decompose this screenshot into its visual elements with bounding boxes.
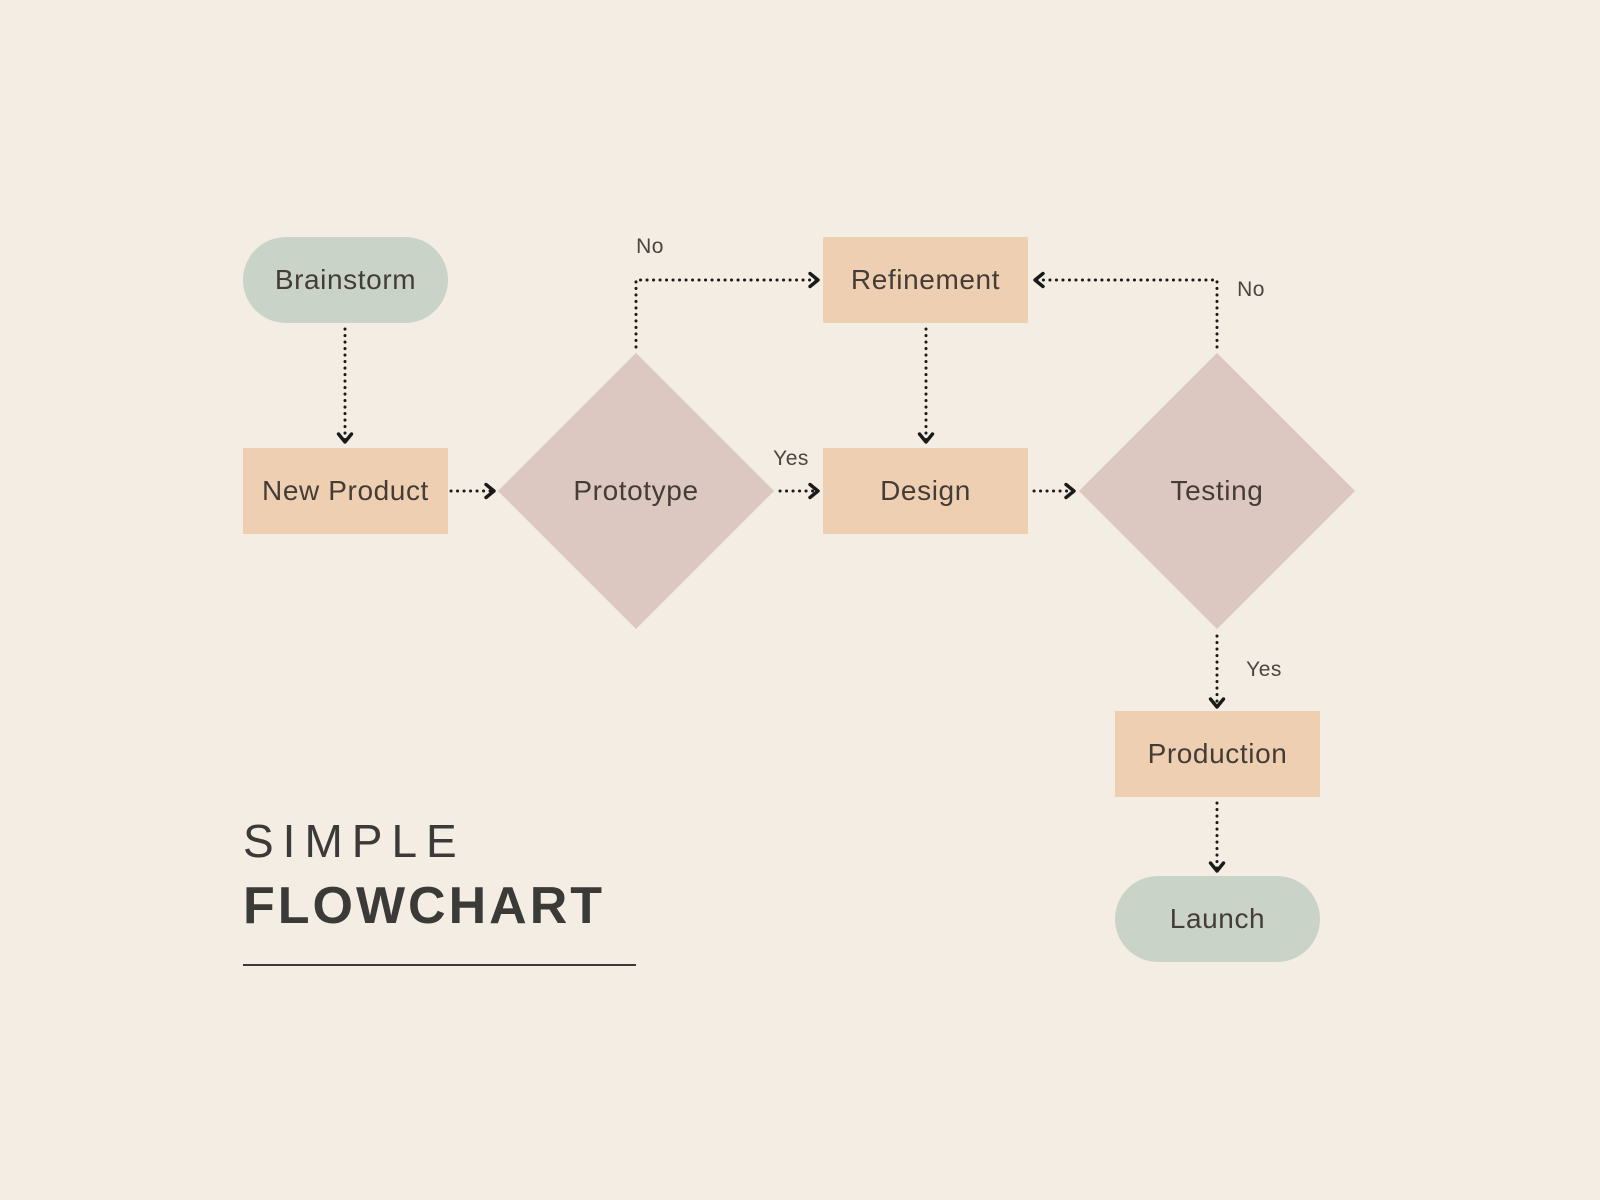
edge-label-testing-no: No bbox=[1237, 278, 1265, 301]
node-production-label: Production bbox=[1147, 738, 1288, 769]
node-brainstorm-label: Brainstorm bbox=[274, 264, 417, 295]
node-new-product-label: New Product bbox=[262, 475, 429, 506]
node-refinement[interactable]: Refinement bbox=[823, 237, 1028, 323]
title-block: SIMPLE FLOWCHART bbox=[243, 818, 636, 966]
edge-testing-to-refinement bbox=[1033, 271, 1219, 349]
node-design[interactable]: Design bbox=[823, 448, 1028, 534]
title-line-1: SIMPLE bbox=[243, 815, 466, 867]
edge-label-prototype-no: No bbox=[636, 235, 664, 258]
title-line-2: FLOWCHART bbox=[243, 877, 606, 935]
edge-prototype-to-refinement bbox=[634, 271, 820, 349]
node-design-label: Design bbox=[880, 475, 971, 506]
node-prototype-label: Prototype bbox=[573, 475, 699, 506]
edge-label-testing-yes: Yes bbox=[1246, 658, 1282, 681]
edge-label-prototype-yes: Yes bbox=[773, 447, 809, 470]
node-testing-label: Testing bbox=[1170, 475, 1264, 506]
node-refinement-label: Refinement bbox=[850, 264, 1001, 295]
node-testing[interactable]: Testing bbox=[1079, 353, 1355, 629]
node-brainstorm[interactable]: Brainstorm bbox=[243, 237, 448, 323]
node-launch[interactable]: Launch bbox=[1115, 876, 1320, 962]
node-launch-label: Launch bbox=[1169, 903, 1266, 934]
node-prototype[interactable]: Prototype bbox=[498, 353, 774, 629]
node-new-product[interactable]: New Product bbox=[243, 448, 448, 534]
node-production[interactable]: Production bbox=[1115, 711, 1320, 797]
title-underline bbox=[243, 964, 636, 966]
